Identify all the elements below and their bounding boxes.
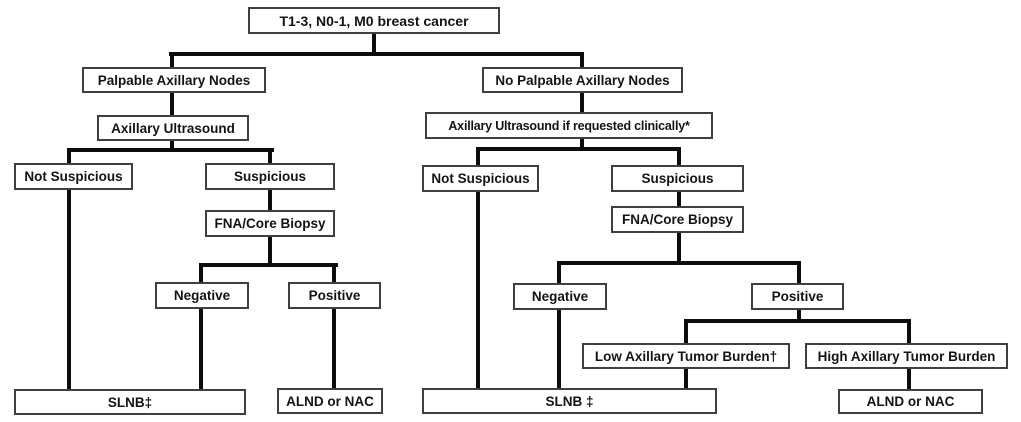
- node-fna-core-biopsy-left: FNA/Core Biopsy: [205, 210, 335, 237]
- node-not-suspicious-left: Not Suspicious: [14, 163, 133, 190]
- connector-not-susp-left-to-slnb: [67, 189, 71, 390]
- connector-to-susp-right: [677, 147, 681, 166]
- connector-us-down-left: [170, 140, 174, 152]
- connector-to-pos-right: [797, 261, 801, 284]
- connector-left-fna-split: [199, 263, 338, 267]
- node-axillary-ultrasound-right: Axillary Ultrasound if requested clinica…: [425, 112, 713, 139]
- node-not-suspicious-right: Not Suspicious: [422, 165, 539, 192]
- connector-us-down-right: [580, 139, 584, 151]
- connector-susp-right-to-fna: [677, 191, 681, 207]
- connector-burden-split: [684, 319, 911, 323]
- connector-low-burden-to-slnb: [684, 368, 688, 389]
- connector-pos-left-to-alnd: [332, 308, 336, 389]
- connector-right-fna-split: [557, 261, 801, 265]
- connector-palpable-to-us: [170, 92, 174, 115]
- connector-pos-right-down: [797, 309, 801, 323]
- node-slnb-left: SLNB‡: [14, 389, 246, 415]
- connector-to-palpable: [170, 52, 174, 67]
- node-no-palpable-axillary-nodes: No Palpable Axillary Nodes: [482, 67, 683, 93]
- connector-to-not-susp-right: [476, 147, 480, 166]
- node-negative-left: Negative: [155, 282, 249, 309]
- node-breast-cancer: T1-3, N0-1, M0 breast cancer: [248, 7, 500, 34]
- node-suspicious-left: Suspicious: [205, 163, 335, 190]
- connector-susp-left-to-fna: [268, 189, 272, 210]
- connector-to-no-palpable: [580, 52, 584, 67]
- node-negative-right: Negative: [513, 283, 607, 310]
- connector-fna-left-down: [268, 236, 272, 265]
- connector-no-palpable-to-us: [580, 92, 584, 113]
- connector-fna-right-down: [677, 232, 681, 263]
- connector-to-not-susp-left: [67, 148, 71, 163]
- connector-to-neg-right: [557, 261, 561, 284]
- node-suspicious-right: Suspicious: [611, 165, 744, 192]
- node-alnd-or-nac-right: ALND or NAC: [838, 389, 983, 414]
- connector-high-burden-to-alnd: [907, 368, 911, 390]
- connector-to-low-burden: [684, 319, 688, 343]
- node-slnb-right: SLNB ‡: [422, 388, 717, 414]
- connector-neg-right-to-slnb: [557, 309, 561, 389]
- node-axillary-ultrasound-left: Axillary Ultrasound: [97, 115, 249, 141]
- connector-right-us-split: [476, 147, 681, 151]
- node-palpable-axillary-nodes: Palpable Axillary Nodes: [82, 67, 266, 93]
- node-positive-right: Positive: [751, 283, 844, 310]
- connector-root-down: [372, 33, 376, 56]
- connector-to-high-burden: [907, 319, 911, 343]
- connector-not-susp-right-to-slnb: [476, 191, 480, 389]
- connector-to-neg-left: [199, 263, 203, 283]
- connector-to-susp-left: [268, 148, 272, 163]
- node-high-axillary-tumor-burden: High Axillary Tumor Burden: [805, 343, 1008, 369]
- node-positive-left: Positive: [288, 282, 381, 309]
- connector-top-split: [169, 52, 584, 56]
- node-fna-core-biopsy-right: FNA/Core Biopsy: [611, 206, 744, 233]
- node-alnd-or-nac-left: ALND or NAC: [277, 388, 383, 414]
- node-low-axillary-tumor-burden: Low Axillary Tumor Burden†: [582, 343, 790, 369]
- connector-to-pos-left: [332, 263, 336, 283]
- connector-left-us-split: [67, 148, 274, 152]
- connector-neg-left-to-slnb: [199, 308, 203, 390]
